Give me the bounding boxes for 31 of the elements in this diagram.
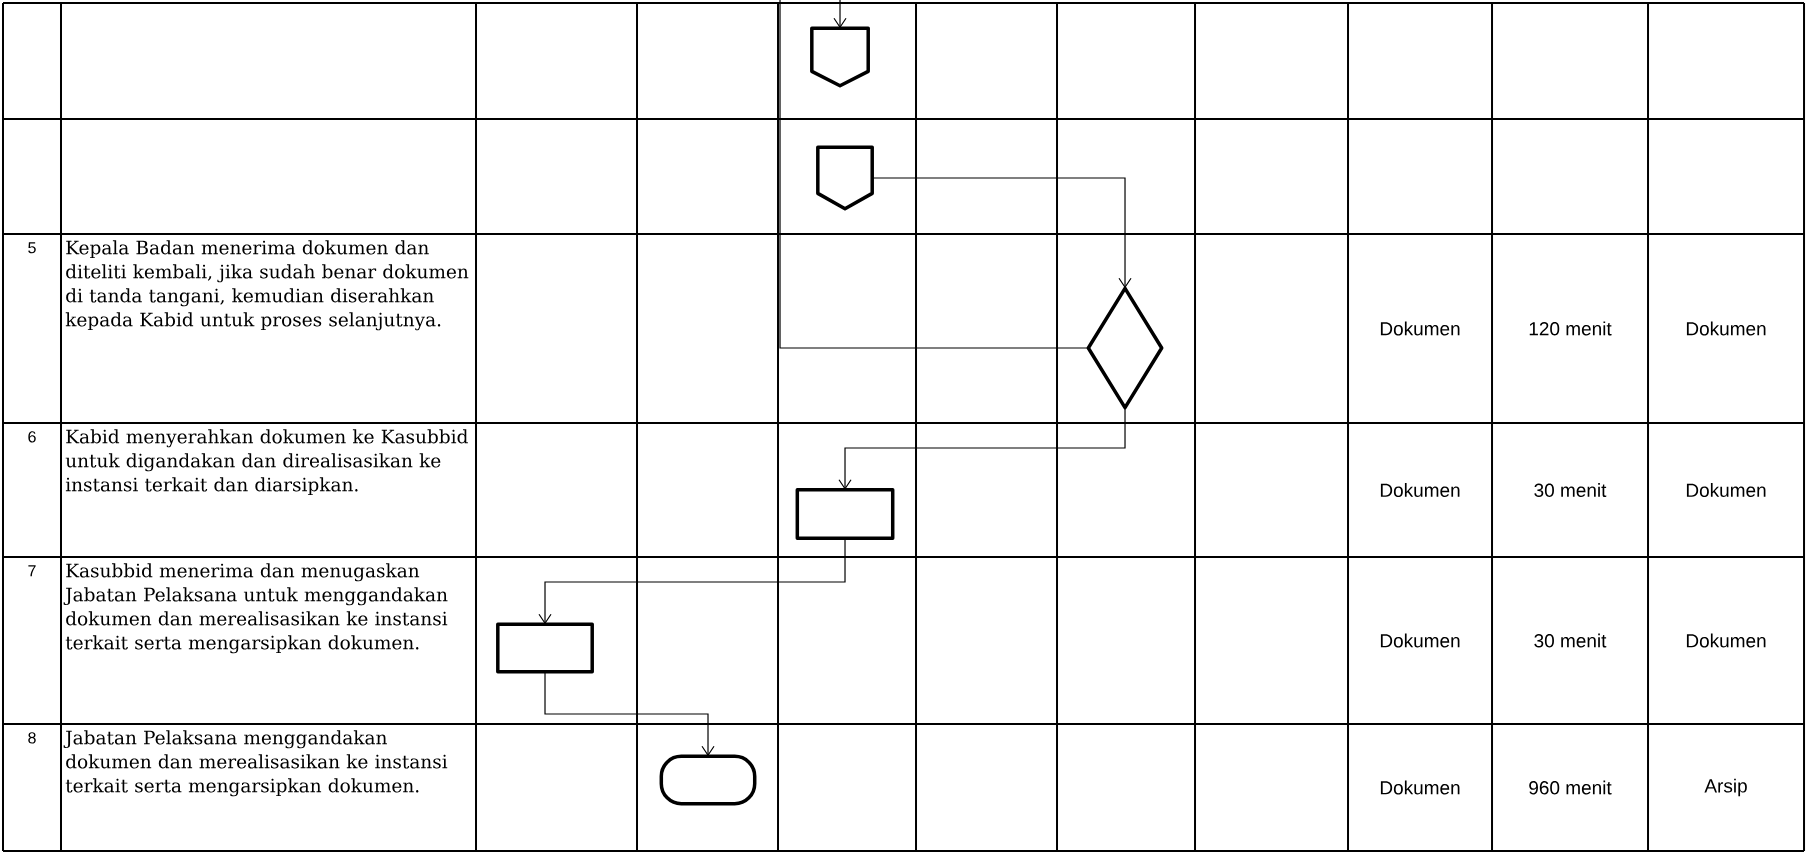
arrow (544, 671, 715, 757)
table-cell-text: Dokumen (1686, 321, 1766, 336)
table-cell-text: Dokumen (1380, 483, 1460, 497)
table-cell-text: Dokumen (1380, 633, 1460, 648)
step-description: Jabatan Pelaksana menggandakan dokumen dan merealisasikan ke instansi terkait serta mengarsipkan dokumen. (63, 730, 448, 797)
step-number: 7 (28, 565, 36, 577)
step-number: 5 (28, 242, 36, 254)
table-cell-text: Dokumen (1380, 780, 1460, 795)
arrow (538, 537, 846, 625)
step-number: 6 (28, 431, 36, 443)
arrow (833, 0, 847, 29)
table-cell-text: 120 menit (1529, 321, 1612, 336)
step-description: Kabid menyerahkan dokumen ke Kasubbid untuk digandakan dan direalisasikan ke instansi terkait dan diarsipkan. (65, 429, 468, 496)
table-cell-text: Arsip (1704, 778, 1747, 797)
table-cell-text: Dokumen (1380, 321, 1460, 336)
step-description: Kasubbid menerima dan menugaskan Jabatan Pelaksana untuk menggandakan dokumen dan merealisasikan ke instansi terkait serta mengarsipkan dokumen. (63, 563, 448, 654)
step-description: Kepala Badan menerima dokumen dan diteliti kembali, jika sudah benar dokumen di tanda tangani, kemudian diserahkan kepada Kabid untuk proses selanjutnya. (65, 240, 469, 331)
table-cell-text: 30 menit (1534, 633, 1607, 648)
arrow (871, 177, 1132, 289)
arrow (838, 407, 1126, 490)
table-cell-text: 30 menit (1534, 483, 1607, 497)
terminator-shape (659, 754, 757, 806)
step-number: 8 (28, 732, 36, 744)
off-page-connector (810, 26, 870, 88)
process-box (795, 488, 895, 540)
table-cell-text: Dokumen (1686, 633, 1766, 648)
table-cell-text: Dokumen (1686, 483, 1766, 497)
off-page-connector (816, 145, 874, 211)
table-cell-text: 960 menit (1529, 780, 1612, 795)
process-box (496, 622, 594, 674)
decision-diamond (1086, 286, 1164, 410)
